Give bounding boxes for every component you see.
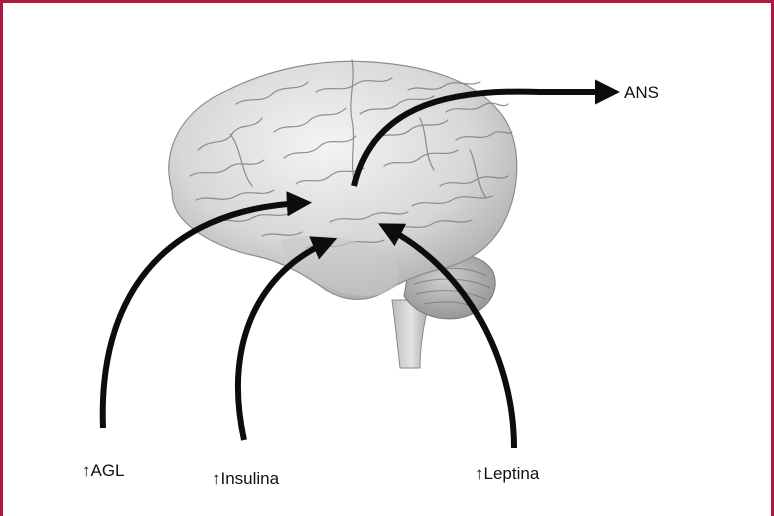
label-leptina: ↑Leptina (475, 465, 539, 482)
label-ans: ANS (624, 84, 659, 101)
label-agl: ↑AGL (82, 462, 125, 479)
label-insulina: ↑Insulina (212, 470, 279, 487)
brain-icon (169, 60, 517, 368)
